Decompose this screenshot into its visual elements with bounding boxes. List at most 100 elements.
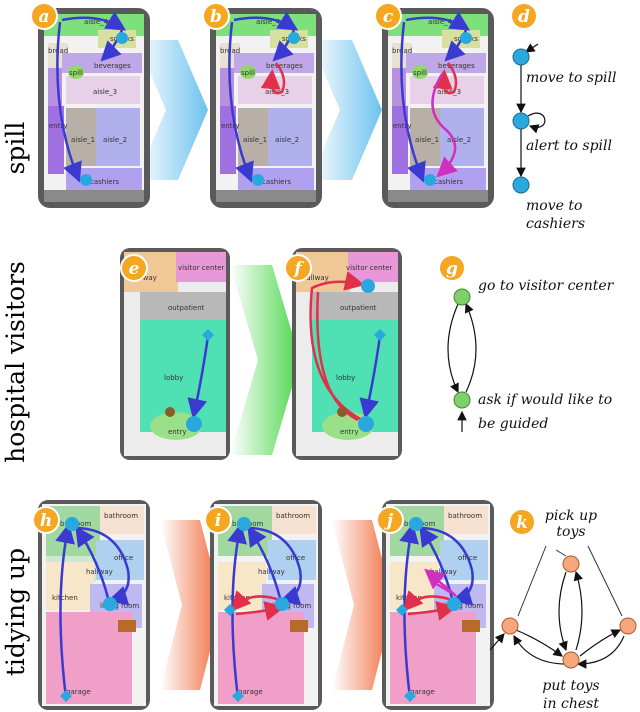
map-label-living-room: living room (100, 602, 139, 610)
graph-d-node-2-label: alert to spill (526, 138, 612, 154)
map-label-living-room: living room (444, 602, 483, 610)
row-label-spill: spill (1, 122, 30, 175)
graph-node (562, 651, 580, 669)
panel-badge-d: d (510, 2, 538, 30)
svg-text:d: d (518, 7, 530, 27)
map-label-entry: entry (221, 122, 240, 130)
map-label-beverages: beverages (94, 62, 131, 70)
svg-text:b: b (210, 7, 222, 27)
map-label-lobby: lobby (336, 374, 355, 382)
map-label-bathroom: bathroom (276, 512, 310, 520)
map-label-outpatient: outpatient (340, 304, 377, 312)
chevron-arrow-icon (136, 40, 208, 180)
graph-g-node-2-label-line2: be guided (478, 416, 548, 432)
map-label-aisle-1: aisle_1 (243, 136, 267, 144)
panel-badge-e: e (120, 254, 148, 282)
panel-badge-f: f (284, 254, 312, 282)
graph-node (501, 617, 519, 635)
map-label-beverages: beverages (438, 62, 475, 70)
state-graph-k: pick up toys put toys in chest (489, 508, 637, 712)
map-label-visitor-center: visitor center (346, 264, 392, 272)
map-label-outpatient: outpatient (168, 304, 205, 312)
map-label-cashiers: cashiers (262, 178, 291, 186)
map-label-aisle-2: aisle_2 (447, 136, 471, 144)
map-label-aisle-1: aisle_1 (415, 136, 439, 144)
house-map-i: bedroom bathroom office hallway kitchen … (210, 500, 322, 710)
map-label-entry: entry (49, 122, 68, 130)
panel-badge-h: h (32, 506, 60, 534)
graph-k-top-label-line1: pick up (545, 508, 597, 524)
graph-g-node-2-label-line1: ask if would like to (478, 392, 612, 408)
panel-badge-k: k (508, 508, 536, 536)
map-label-kitchen: kitchen (52, 594, 78, 602)
hospital-map-f: visitor center hallway outpatient lobby … (292, 248, 402, 460)
panel-badge-b: b (202, 2, 230, 30)
map-label-garage: garage (238, 688, 263, 696)
map-label-spill: spill (69, 69, 83, 77)
panel-badges: a b c d e f g h i j k (30, 2, 538, 536)
map-label-entry: entry (393, 122, 412, 130)
chevron-arrow-icon (332, 520, 394, 690)
svg-text:j: j (384, 511, 394, 531)
chest-icon (118, 620, 136, 632)
map-label-spill: spill (241, 69, 255, 77)
state-graph-g: go to visitor center ask if would like t… (447, 278, 615, 432)
map-label-aisle-1: aisle_1 (71, 136, 95, 144)
map-label-hallway: hallway (302, 274, 329, 282)
hospital-map-e: visitor center hallway outpatient lobby … (120, 248, 230, 460)
map-label-bathroom: bathroom (448, 512, 482, 520)
store-map-a: aisle_4 snacks bread spill beverages ais… (38, 8, 150, 208)
svg-text:c: c (383, 7, 394, 27)
map-label-aisle-4: aisle_4 (256, 18, 281, 26)
graph-node (453, 391, 471, 409)
svg-text:a: a (38, 7, 49, 27)
graph-k-bottom-label-line2: in chest (543, 696, 599, 712)
state-graph-d: move to spill alert to spill move to cas… (512, 43, 616, 232)
map-label-aisle-2: aisle_2 (275, 136, 299, 144)
map-label-aisle-2: aisle_2 (103, 136, 127, 144)
map-label-entry: entry (168, 428, 187, 436)
svg-text:h: h (40, 511, 52, 531)
chevron-arrow-icon (160, 520, 222, 690)
graph-d-node-3-label-line2: cashiers (526, 216, 585, 232)
panel-badge-g: g (438, 254, 466, 282)
chest-icon (462, 620, 480, 632)
svg-text:k: k (516, 513, 528, 533)
panel-badge-c: c (374, 2, 402, 30)
graph-node (562, 555, 580, 573)
map-label-living-room: living room (272, 602, 311, 610)
graph-k-top-label-line2: toys (556, 524, 585, 540)
graph-node (619, 617, 637, 635)
row-label-hospital-visitors: hospital visitors (1, 261, 30, 463)
panel-badge-j: j (376, 506, 404, 534)
graph-node (512, 48, 530, 66)
chevrons (136, 40, 394, 690)
map-label-garage: garage (410, 688, 435, 696)
svg-text:f: f (293, 259, 304, 279)
graph-node (453, 288, 471, 306)
house-map-h: bedroom bathroom office hallway kitchen … (38, 500, 150, 710)
svg-text:e: e (129, 259, 140, 279)
map-label-spill: spill (413, 69, 427, 77)
map-label-cashiers: cashiers (90, 178, 119, 186)
chevron-arrow-icon (230, 265, 300, 455)
svg-text:i: i (215, 511, 221, 531)
map-label-garage: garage (66, 688, 91, 696)
graph-d-node-1-label: move to spill (526, 70, 616, 86)
graph-node (512, 176, 530, 194)
map-label-aisle-3: aisle_3 (93, 88, 117, 96)
map-label-beverages: beverages (266, 62, 303, 70)
map-label-entry: entry (340, 428, 359, 436)
graph-d-node-3-label-line1: move to (526, 198, 582, 214)
map-label-visitor-center: visitor center (178, 264, 224, 272)
chevron-arrow-icon (310, 40, 382, 180)
map-label-bathroom: bathroom (104, 512, 138, 520)
graph-node (512, 112, 530, 130)
map-label-cashiers: cashiers (434, 178, 463, 186)
house-map-j: bedroom bathroom office hallway kitchen … (382, 500, 494, 710)
row-label-tidying-up: tidying up (1, 548, 30, 676)
graph-k-bottom-label-line1: put toys (542, 678, 599, 694)
store-map-c: aisle_4 snacks bread spill beverages ais… (382, 8, 494, 208)
svg-text:g: g (446, 259, 458, 279)
